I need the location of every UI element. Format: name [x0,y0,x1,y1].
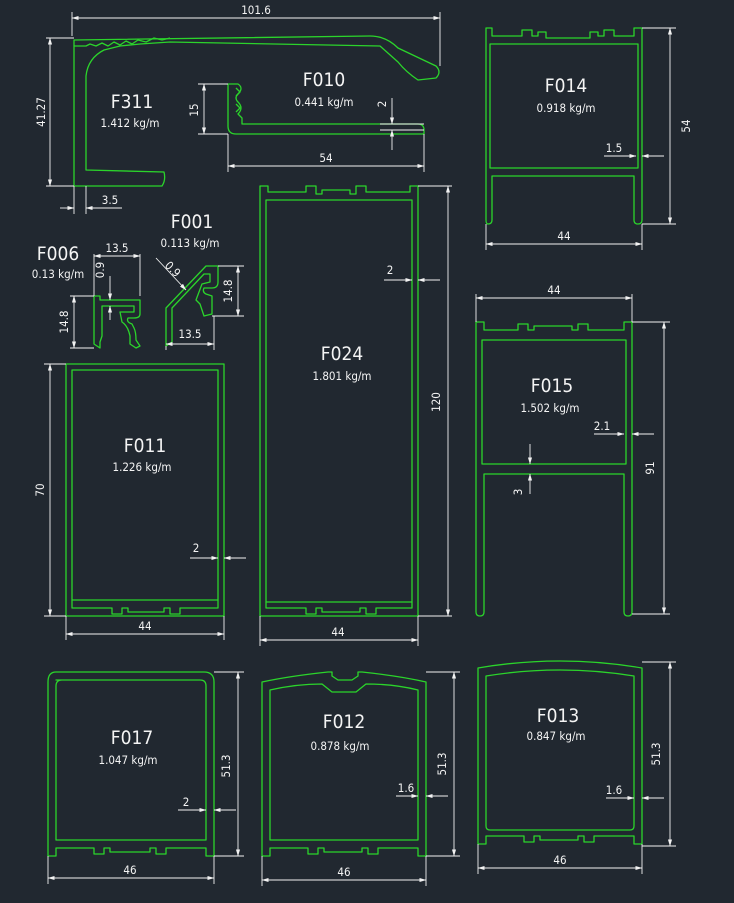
profile-f012-outline [261,671,427,857]
f017-height-dim: 51.3 [219,754,233,777]
f024-weight: 1.801 kg/m [312,369,371,383]
profile-f311-outline [73,35,440,187]
f011-name: F011 [124,435,166,457]
f015-height-dim: 91 [643,461,657,474]
profile-f015-outline [475,321,633,617]
profile-f311: 101.6 41.27 3.5 F311 1.412 kg/m [34,3,441,214]
f012-weight: 0.878 kg/m [310,739,369,753]
f001-name: F001 [171,211,213,233]
f024-height-dim: 120 [429,392,443,412]
f024-width-dim: 44 [331,625,344,639]
profile-f017-outline [47,671,215,857]
f012-width-dim: 46 [337,865,350,879]
profile-f012: 51.3 46 1.6 F012 0.878 kg/m [261,671,460,886]
f014-wall-dim: 1.5 [606,141,622,155]
profile-f010: 15 54 2 F010 0.441 kg/m [187,69,425,172]
profile-f006: 13.5 14.8 0.9 F006 0.13 kg/m [32,241,141,349]
f311-height-dim: 41.27 [34,97,48,127]
f017-width-dim: 46 [123,863,136,877]
profile-f311-serration [74,37,171,47]
f012-height-dim: 51.3 [435,752,449,775]
f014-weight: 0.918 kg/m [536,101,595,115]
f017-wall-dim: 2 [183,795,190,809]
f015-name: F015 [531,375,573,397]
profile-f001-outline [165,265,219,347]
f006-height-dim: 14.8 [57,310,71,333]
f012-wall-dim: 1.6 [398,781,414,795]
f015-wall-dim: 2.1 [594,419,610,433]
f010-wall-dim: 2 [375,101,389,108]
f014-name: F014 [545,75,587,97]
f311-name: F311 [111,91,153,113]
profile-f011: 70 44 2 F011 1.226 kg/m [33,363,246,640]
f001-weight: 0.113 kg/m [160,236,219,250]
f006-name: F006 [37,243,79,265]
f017-name: F017 [111,727,153,749]
f011-height-dim: 70 [33,483,47,496]
f010-weight: 0.441 kg/m [294,95,353,109]
f010-width-dim: 54 [319,151,332,165]
f024-wall-dim: 2 [387,263,394,277]
f013-name: F013 [537,705,579,727]
profile-f013-outline [477,660,643,845]
f015-width-dim: 44 [547,283,560,297]
profile-f014: 54 44 1.5 F014 0.918 kg/m [485,27,693,250]
profile-f024: 120 44 2 F024 1.801 kg/m [259,185,452,646]
f011-wall-dim: 2 [193,541,200,555]
profile-f013: 51.3 46 1.6 F013 0.847 kg/m [477,660,676,874]
f015-rib-dim: 3 [511,489,525,496]
f010-name: F010 [303,69,345,91]
f006-weight: 0.13 kg/m [32,267,84,281]
f013-weight: 0.847 kg/m [526,729,585,743]
f006-width-dim: 13.5 [105,241,128,255]
f024-name: F024 [321,343,363,365]
f311-thickness-dim: 3.5 [102,193,118,207]
f011-weight: 1.226 kg/m [112,460,171,474]
f001-width-dim: 13.5 [178,327,201,341]
f015-weight: 1.502 kg/m [520,401,579,415]
f017-weight: 1.047 kg/m [98,753,157,767]
profile-f017: 51.3 46 2 F017 1.047 kg/m [47,671,244,884]
f014-height-dim: 54 [679,119,693,132]
f013-wall-dim: 1.6 [606,783,622,797]
f311-weight: 1.412 kg/m [100,116,159,130]
f011-width-dim: 44 [138,619,151,633]
f311-width-dim: 101.6 [241,3,271,17]
f013-width-dim: 46 [553,853,566,867]
profile-f015: 44 91 2.1 3 F015 1.502 kg/m [475,283,670,617]
profile-f024-outline [259,185,419,617]
profile-f006-outline [93,295,141,349]
f001-height-dim: 14.8 [221,279,235,302]
f013-height-dim: 51.3 [649,742,663,765]
f006-wall-dim: 0.9 [93,262,107,278]
profile-f014-outline [485,27,643,225]
f012-name: F012 [323,711,365,733]
f010-height-dim: 15 [187,103,201,116]
f014-width-dim: 44 [557,229,570,243]
